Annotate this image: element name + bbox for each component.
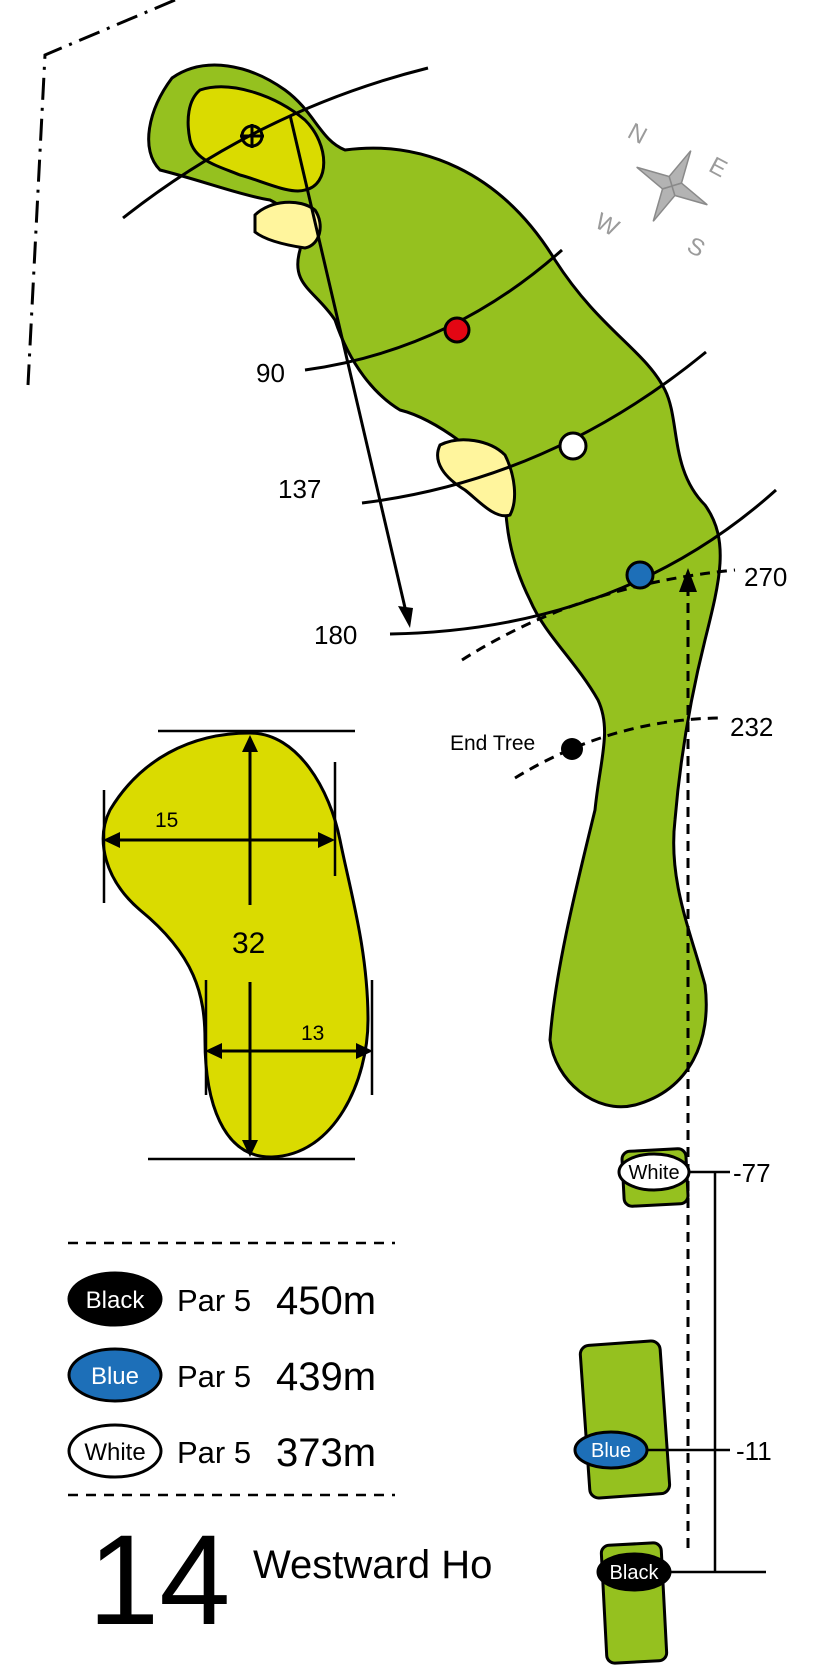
compass-e: E	[705, 152, 732, 183]
legend-white-badge	[67, 1423, 163, 1479]
arc-270-dashed	[461, 568, 736, 662]
legend-row-white: White Par 5 373m	[67, 1423, 376, 1479]
tee-marker-white	[617, 1152, 691, 1192]
tee-marker-white-label: White	[628, 1162, 679, 1184]
arc-90	[304, 248, 563, 372]
legend-black-name: Black	[86, 1287, 146, 1314]
legend-blue-par: Par 5	[177, 1359, 251, 1394]
label-232: 232	[730, 712, 773, 742]
legend-black-badge	[67, 1271, 163, 1327]
arc-137	[361, 350, 707, 505]
tee-marker-blue-label: Blue	[591, 1440, 631, 1462]
tee-box-blue	[578, 1339, 672, 1500]
legend-white-name: White	[84, 1439, 145, 1466]
legend-blue-badge	[67, 1347, 163, 1403]
hole-name: Westward Ho	[253, 1543, 492, 1587]
label-137: 137	[278, 474, 321, 504]
approach-arrowhead	[398, 606, 413, 628]
compass-s: S	[683, 232, 710, 263]
compass-w: W	[591, 208, 624, 243]
out-of-bounds-line	[26, 0, 176, 386]
dim-length-arrow-top	[242, 735, 258, 752]
legend-row-black: Black Par 5 450m	[67, 1271, 376, 1327]
putting-green	[186, 85, 326, 193]
label-180: 180	[314, 620, 357, 650]
approach-line	[288, 114, 408, 613]
red-marker	[443, 316, 471, 344]
tee-marker-blue	[573, 1430, 649, 1470]
compass-icon	[636, 150, 708, 222]
end-tree-label: End Tree	[450, 732, 535, 755]
fairway	[147, 63, 722, 1109]
white-marker	[558, 431, 588, 461]
tee-offset-blue-label: -11	[736, 1436, 772, 1466]
tee-marker-black	[596, 1552, 672, 1592]
tee-offset-white-label: -77	[733, 1158, 771, 1188]
legend-row-blue: Blue Par 5 439m	[67, 1347, 376, 1403]
dim-length-label: 32	[232, 927, 265, 960]
legend-blue-name: Blue	[91, 1363, 139, 1390]
tee-shot-arrowhead	[679, 568, 697, 592]
dim-front-arrow-left	[103, 832, 120, 848]
legend-black-par: Par 5	[177, 1283, 251, 1318]
dim-back-width-label: 13	[301, 1022, 324, 1045]
end-tree-icon	[561, 738, 583, 760]
legend-white-length: 373m	[276, 1431, 376, 1475]
dim-length-arrow-bottom	[242, 1140, 258, 1157]
blue-marker	[625, 560, 655, 590]
arc-232-dashed	[514, 716, 719, 780]
legend-white-par: Par 5	[177, 1435, 251, 1470]
dim-front-arrow-right	[318, 832, 335, 848]
tee-marker-black-label: Black	[610, 1562, 660, 1584]
dim-back-arrow-right	[356, 1043, 373, 1059]
bunker-greenside	[253, 200, 322, 250]
compass-n: N	[623, 118, 651, 150]
legend-black-length: 450m	[276, 1279, 376, 1323]
hole-number: 14	[88, 1509, 230, 1652]
dim-back-arrow-left	[205, 1043, 222, 1059]
dim-front-width-label: 15	[155, 809, 178, 832]
arc-green-back	[122, 66, 429, 220]
legend-blue-length: 439m	[276, 1355, 376, 1399]
label-90: 90	[256, 358, 285, 388]
label-270: 270	[744, 562, 787, 592]
